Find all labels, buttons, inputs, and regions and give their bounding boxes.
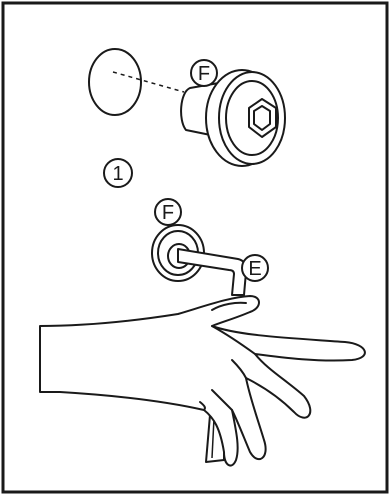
step-number-badge: 1 [104, 159, 132, 187]
callout-f-cap-label: F [198, 63, 210, 85]
callout-e-key: E [242, 255, 268, 281]
callout-e-key-label: E [248, 258, 261, 280]
callout-f-wrench: F [155, 199, 181, 225]
callout-f-cap: F [191, 60, 217, 86]
round-cap-icon [89, 49, 141, 115]
callout-f-wrench-label: F [162, 202, 174, 224]
step-number-label: 1 [112, 163, 123, 185]
